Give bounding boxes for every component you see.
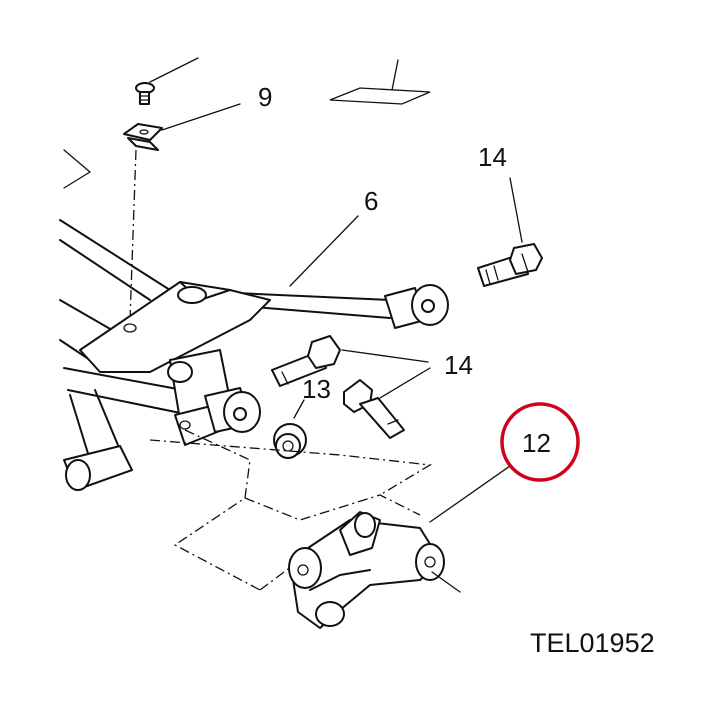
- leader-6: [289, 215, 359, 287]
- subframe: [59, 219, 391, 491]
- clip-part-9: [123, 123, 163, 151]
- callout-14-upper: 14: [478, 142, 507, 172]
- leader-13: [293, 399, 305, 419]
- leader-14-upper: [509, 177, 523, 243]
- screw-part: [135, 82, 155, 105]
- bolt-14-middle: [271, 335, 341, 387]
- bracket-part-12: [288, 511, 445, 629]
- callout-6: 6: [364, 186, 378, 216]
- callout-9: 9: [258, 82, 272, 112]
- leader-top-screw: [149, 57, 199, 83]
- highlight-circle: [500, 402, 580, 482]
- callout-12: 12: [522, 428, 551, 458]
- alignment-lines: [149, 429, 432, 591]
- link-bush-lower: [204, 387, 261, 433]
- callout-14-lower: 14: [444, 350, 473, 380]
- leader-12-end: [431, 571, 461, 593]
- callout-13: 13: [302, 374, 331, 404]
- leader-12: [429, 465, 511, 523]
- leader-14-lower: [341, 349, 431, 399]
- floor-marker: [329, 59, 431, 105]
- cut-marks: [63, 149, 91, 189]
- link-bush-upper: [384, 284, 449, 329]
- leader-9: [161, 103, 241, 131]
- bush-13: [273, 423, 307, 459]
- screw-axis: [129, 149, 137, 321]
- bolt-14-upper: [477, 243, 543, 287]
- figure-reference-code: TEL01952: [530, 628, 655, 658]
- bolt-14-lower: [343, 379, 405, 439]
